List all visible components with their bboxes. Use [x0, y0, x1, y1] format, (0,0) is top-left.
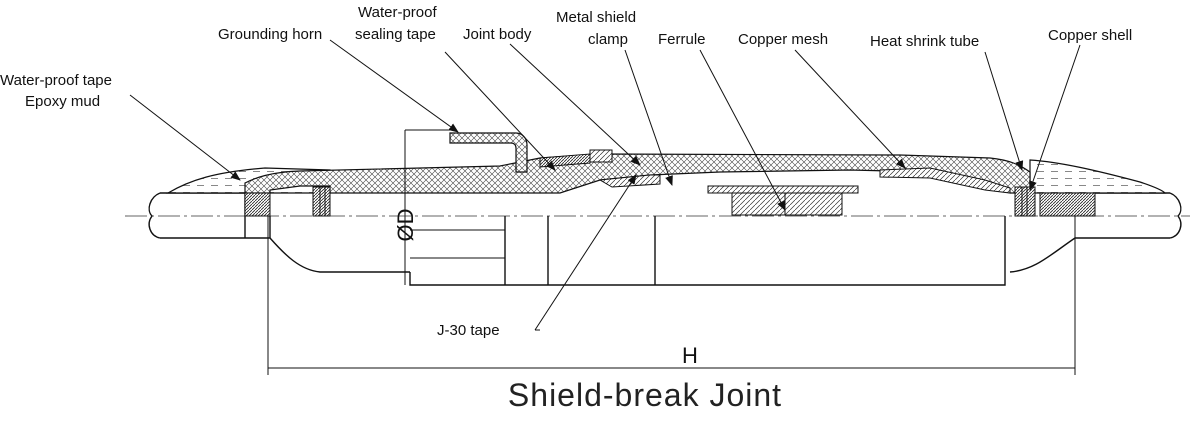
label-waterproof-sealing-tape-line2: sealing tape [355, 26, 436, 43]
ferrule [731, 192, 843, 216]
leader-lines [129, 39, 1081, 331]
label-copper-shell: Copper shell [1048, 27, 1132, 44]
dimension-length: H [267, 216, 1076, 375]
length-label: H [682, 343, 698, 368]
diagram-title: Shield-break Joint [508, 377, 782, 413]
label-grounding-horn: Grounding horn [218, 26, 322, 43]
label-epoxy-mud: Epoxy mud [25, 93, 100, 110]
joint-body [244, 153, 1031, 194]
diameter-label: ØD [393, 209, 418, 242]
metal-shield-clamp [589, 149, 613, 163]
label-metal-shield-clamp-line1: Metal shield [556, 9, 636, 26]
grounding-horn [449, 132, 528, 173]
label-copper-mesh: Copper mesh [738, 31, 828, 48]
dimension-diameter: ØD [393, 129, 450, 285]
inner-connector [409, 216, 1006, 286]
copper-mesh-layer [879, 167, 1011, 194]
copper-shell-left [244, 186, 331, 217]
copper-shell-right [1014, 186, 1096, 217]
epoxy-mud-right [1029, 159, 1167, 194]
label-joint-body: Joint body [463, 26, 532, 43]
label-metal-shield-clamp-line2: clamp [588, 31, 628, 48]
label-ferrule: Ferrule [658, 31, 706, 48]
label-heat-shrink-tube: Heat shrink tube [870, 33, 979, 50]
label-waterproof-tape: Water-proof tape [0, 72, 112, 89]
label-j30-tape: J-30 tape [437, 322, 500, 339]
left-cable [148, 192, 410, 273]
ferrule-top [707, 185, 859, 194]
label-waterproof-sealing-tape-line1: Water-proof [358, 4, 437, 21]
